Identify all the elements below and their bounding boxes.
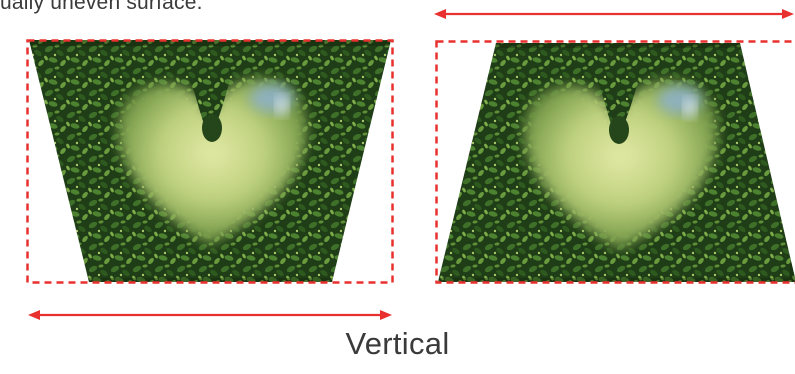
top-width-arrow <box>434 9 794 19</box>
bottom-width-arrow <box>28 310 392 320</box>
left-frame-dashed <box>26 39 394 284</box>
right-hedge-image <box>438 43 795 282</box>
caption-vertical: Vertical <box>345 326 450 361</box>
left-hedge-image <box>29 40 391 282</box>
left-panel <box>26 39 394 284</box>
right-panel <box>435 40 795 284</box>
intro-text: ually uneven surface. <box>0 0 203 14</box>
right-frame-dashed <box>435 40 795 284</box>
